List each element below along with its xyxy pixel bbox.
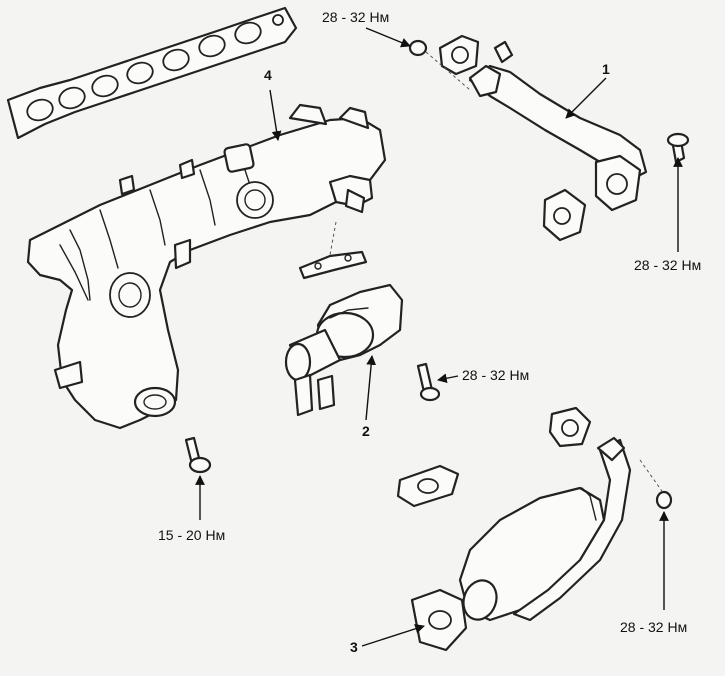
callout-2: 2	[362, 423, 370, 439]
leader-part2	[365, 355, 377, 421]
torque-label-bottom-left: 15 - 20 Нм	[158, 527, 225, 543]
bolt-valve	[416, 362, 441, 402]
bolt-bottom-left	[184, 436, 212, 474]
leader-part4	[269, 89, 282, 141]
egr-cooler	[410, 436, 632, 652]
alignment-line	[329, 221, 337, 256]
torque-label-right: 28 - 32 Нм	[634, 257, 701, 273]
leader-valve-bolt	[437, 373, 459, 384]
flange-gasket-lower-right	[548, 406, 592, 448]
callout-4: 4	[264, 67, 272, 83]
valve-gasket	[298, 250, 368, 280]
torque-label-valve: 28 - 32 Нм	[462, 367, 529, 383]
egr-pipe-upper	[438, 34, 648, 212]
torque-label-bottom-right: 28 - 32 Нм	[620, 619, 687, 635]
callout-1: 1	[602, 61, 610, 77]
leader-top-bolt	[365, 27, 411, 48]
egr-valve	[284, 283, 404, 417]
intake-manifold	[26, 103, 387, 430]
nut-top	[408, 39, 428, 57]
torque-label-top: 28 - 32 Нм	[322, 9, 389, 25]
bolt-right	[666, 132, 690, 164]
leader-part3	[361, 624, 425, 647]
alignment-line	[639, 459, 665, 495]
nut-bottom-right	[655, 490, 673, 510]
callout-3: 3	[350, 639, 358, 655]
leader-part1	[565, 77, 607, 119]
manifold-gasket	[6, 6, 298, 140]
alignment-line	[425, 51, 471, 91]
flange-gasket-lower-left	[396, 464, 460, 508]
flange-gasket-upper	[542, 188, 587, 242]
